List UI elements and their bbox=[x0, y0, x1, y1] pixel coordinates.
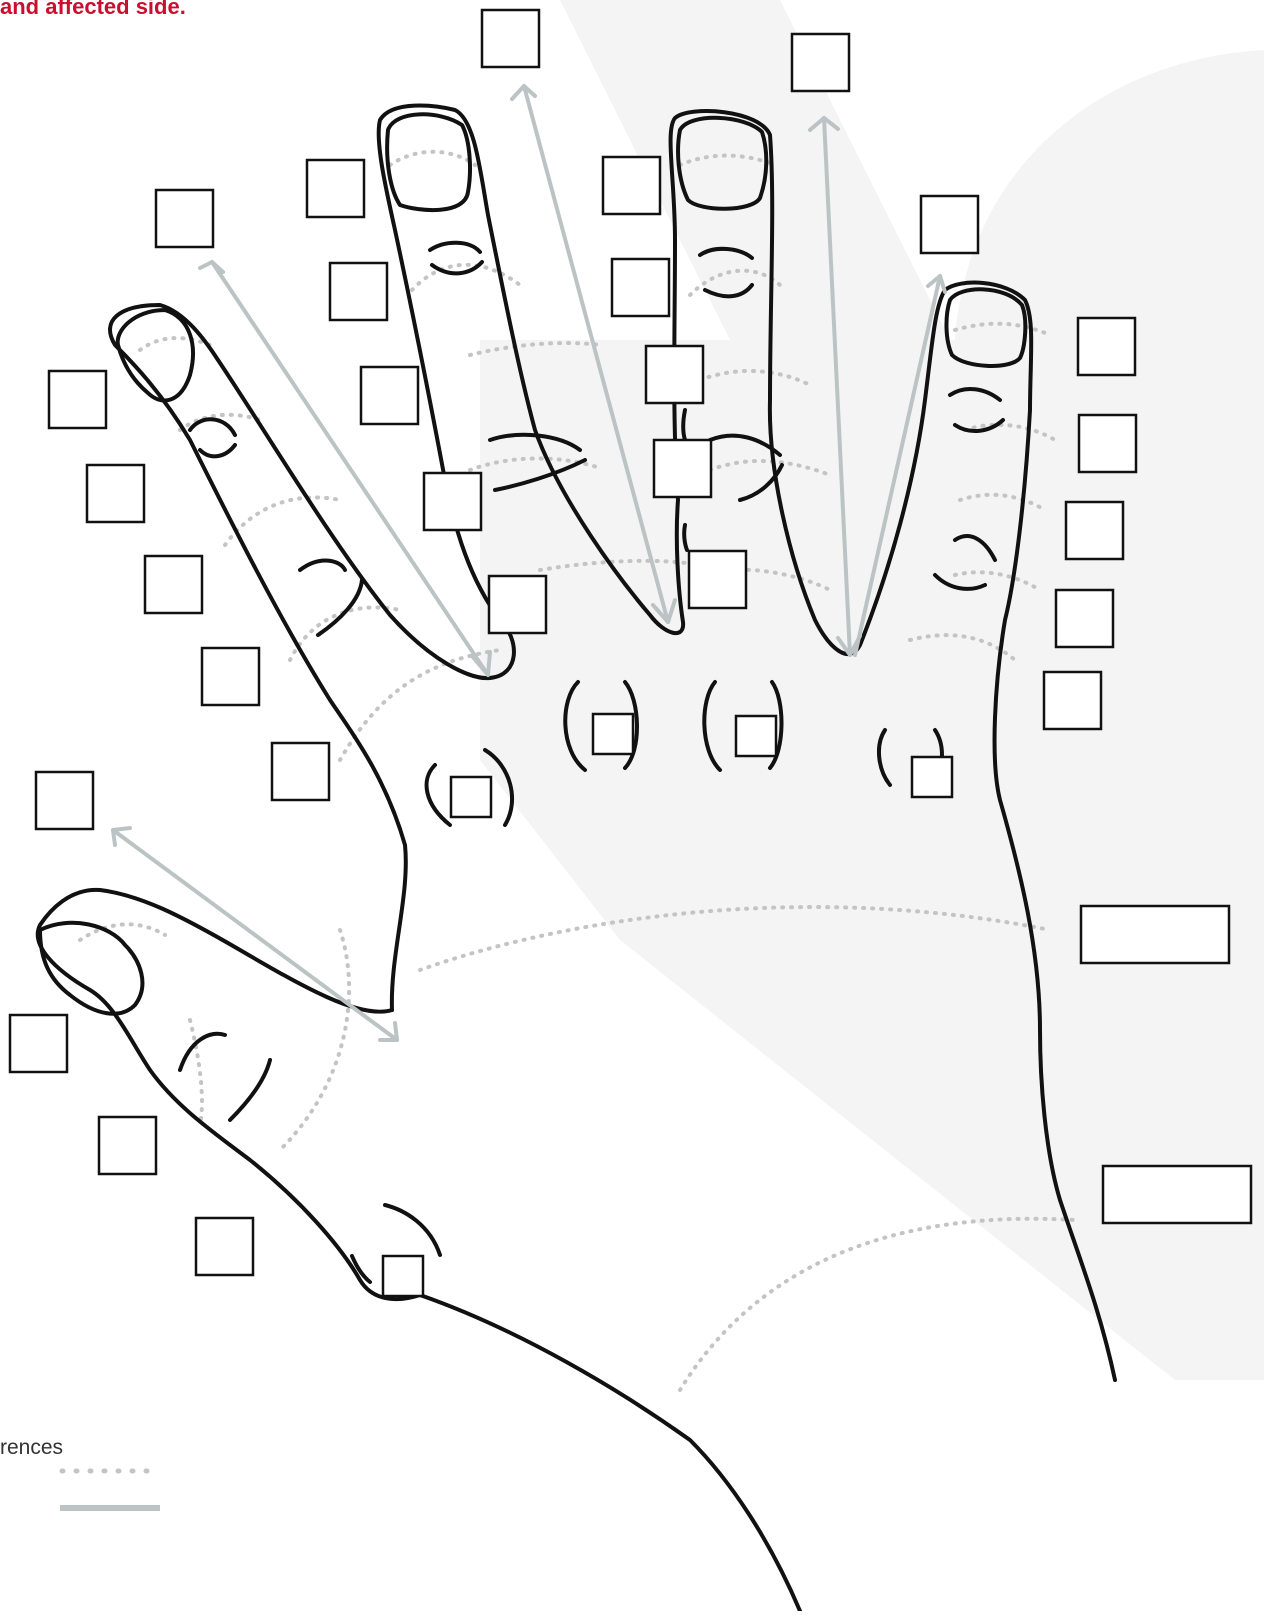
input-box[interactable] bbox=[383, 1256, 423, 1296]
input-box[interactable] bbox=[49, 371, 106, 428]
input-box[interactable] bbox=[912, 757, 952, 797]
input-box[interactable] bbox=[36, 772, 93, 829]
input-box-wide[interactable] bbox=[1081, 906, 1229, 963]
input-box[interactable] bbox=[646, 346, 703, 403]
input-box[interactable] bbox=[603, 157, 660, 214]
input-box[interactable] bbox=[489, 576, 546, 633]
input-box[interactable] bbox=[361, 367, 418, 424]
input-box[interactable] bbox=[202, 648, 259, 705]
input-box[interactable] bbox=[612, 259, 669, 316]
legend-swatches bbox=[60, 1471, 160, 1508]
input-box[interactable] bbox=[689, 551, 746, 608]
input-box[interactable] bbox=[482, 10, 539, 67]
header-instruction: and affected side. bbox=[0, 0, 186, 20]
input-box-wide[interactable] bbox=[1103, 1166, 1251, 1223]
input-box[interactable] bbox=[792, 34, 849, 91]
arrow-thumb bbox=[113, 830, 397, 1040]
input-box[interactable] bbox=[1044, 672, 1101, 729]
input-box[interactable] bbox=[330, 263, 387, 320]
input-box[interactable] bbox=[451, 777, 491, 817]
legend-circumferences-label: rences bbox=[0, 1436, 63, 1460]
input-box[interactable] bbox=[99, 1117, 156, 1174]
input-box[interactable] bbox=[196, 1218, 253, 1275]
input-box[interactable] bbox=[654, 440, 711, 497]
input-box[interactable] bbox=[921, 196, 978, 253]
input-box[interactable] bbox=[736, 716, 776, 756]
input-box[interactable] bbox=[272, 743, 329, 800]
input-box[interactable] bbox=[10, 1015, 67, 1072]
input-box[interactable] bbox=[307, 160, 364, 217]
input-box[interactable] bbox=[1079, 415, 1136, 472]
input-box[interactable] bbox=[1066, 502, 1123, 559]
input-box[interactable] bbox=[1078, 318, 1135, 375]
input-box[interactable] bbox=[145, 556, 202, 613]
input-box[interactable] bbox=[424, 473, 481, 530]
input-box[interactable] bbox=[1056, 590, 1113, 647]
input-box[interactable] bbox=[156, 190, 213, 247]
input-box[interactable] bbox=[87, 465, 144, 522]
input-box[interactable] bbox=[593, 714, 633, 754]
arrow-index bbox=[212, 262, 488, 675]
